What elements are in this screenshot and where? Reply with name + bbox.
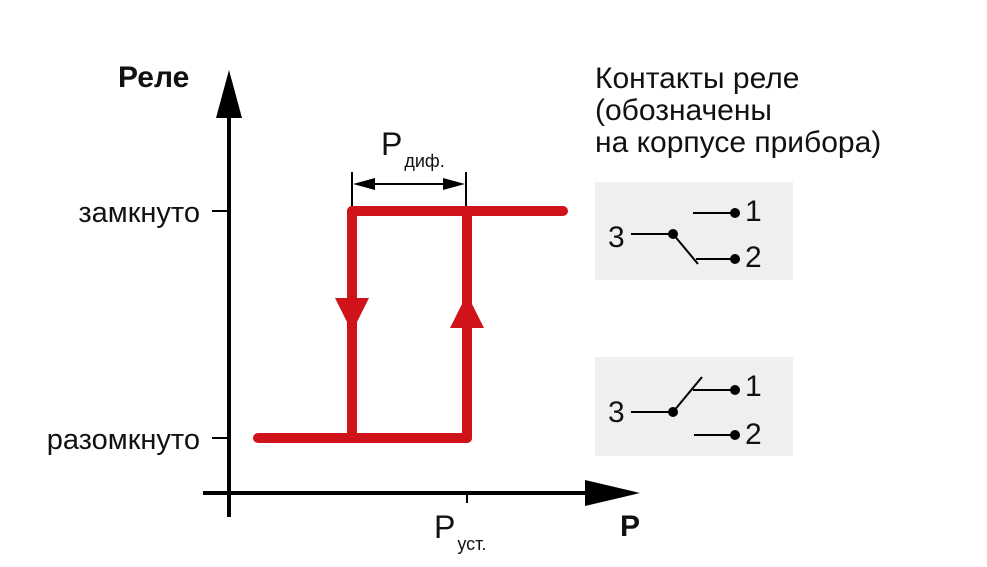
y-tick-closed: замкнуто bbox=[78, 197, 200, 229]
contact-panel-open: 3 1 2 bbox=[595, 357, 793, 456]
terminal-1: 1 bbox=[745, 195, 762, 228]
terminal-2: 2 bbox=[745, 241, 762, 274]
terminal-dot bbox=[730, 385, 740, 395]
terminal-dot bbox=[730, 254, 740, 264]
x-axis-arrow-icon bbox=[585, 480, 640, 506]
panel-bg bbox=[595, 357, 793, 456]
arrow-down-icon bbox=[335, 298, 369, 332]
hysteresis-curve bbox=[253, 206, 568, 443]
y-axis-label: Реле bbox=[118, 61, 189, 94]
arrow-left-icon bbox=[353, 178, 375, 190]
pivot-dot bbox=[668, 229, 678, 239]
differential-main: P bbox=[381, 126, 402, 162]
contacts-title-line-2: (обозначены bbox=[595, 94, 772, 127]
y-tick-open: разомкнуто bbox=[47, 424, 200, 456]
terminal-3: 3 bbox=[608, 396, 625, 429]
contact-panel-closed: 3 1 2 bbox=[595, 182, 793, 280]
x-tick-main: P bbox=[434, 509, 455, 545]
terminal-3: 3 bbox=[608, 221, 625, 254]
terminal-dot bbox=[730, 208, 740, 218]
contacts-title: Контакты реле (обозначены на корпусе при… bbox=[595, 62, 881, 159]
arrow-right-icon bbox=[443, 178, 465, 190]
terminal-dot bbox=[730, 430, 740, 440]
arrow-up-icon bbox=[450, 294, 484, 328]
contacts-title-line-3: на корпусе прибора) bbox=[595, 126, 881, 159]
x-tick-sub: уст. bbox=[457, 534, 486, 554]
contacts-title-line-1: Контакты реле bbox=[595, 62, 799, 95]
terminal-2: 2 bbox=[745, 418, 762, 451]
pivot-dot bbox=[668, 407, 678, 417]
x-axis-label: P bbox=[620, 510, 640, 543]
terminal-1: 1 bbox=[745, 370, 762, 403]
y-axis-arrow-icon bbox=[216, 70, 242, 118]
differential-sub: диф. bbox=[404, 151, 444, 171]
panel-bg bbox=[595, 182, 793, 280]
axes bbox=[203, 70, 640, 517]
